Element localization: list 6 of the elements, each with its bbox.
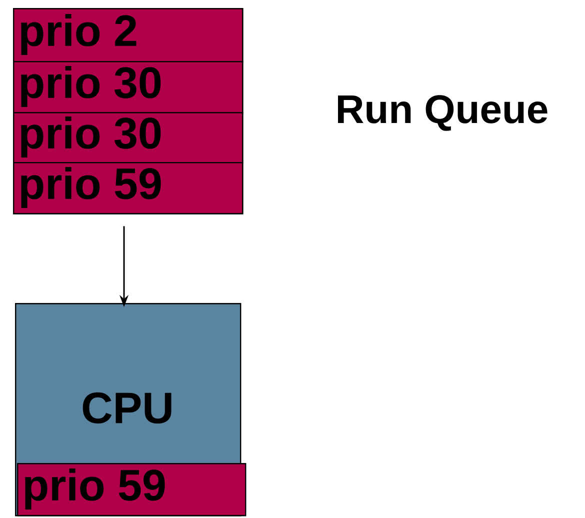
priority-box: prio 30 <box>13 112 244 164</box>
priority-box: prio 59 <box>13 162 244 214</box>
queue-title: Run Queue <box>338 95 548 131</box>
priority-box: prio 59 <box>17 462 246 516</box>
priority-box: prio 30 <box>13 61 244 114</box>
priority-box: prio 2 <box>13 8 244 62</box>
